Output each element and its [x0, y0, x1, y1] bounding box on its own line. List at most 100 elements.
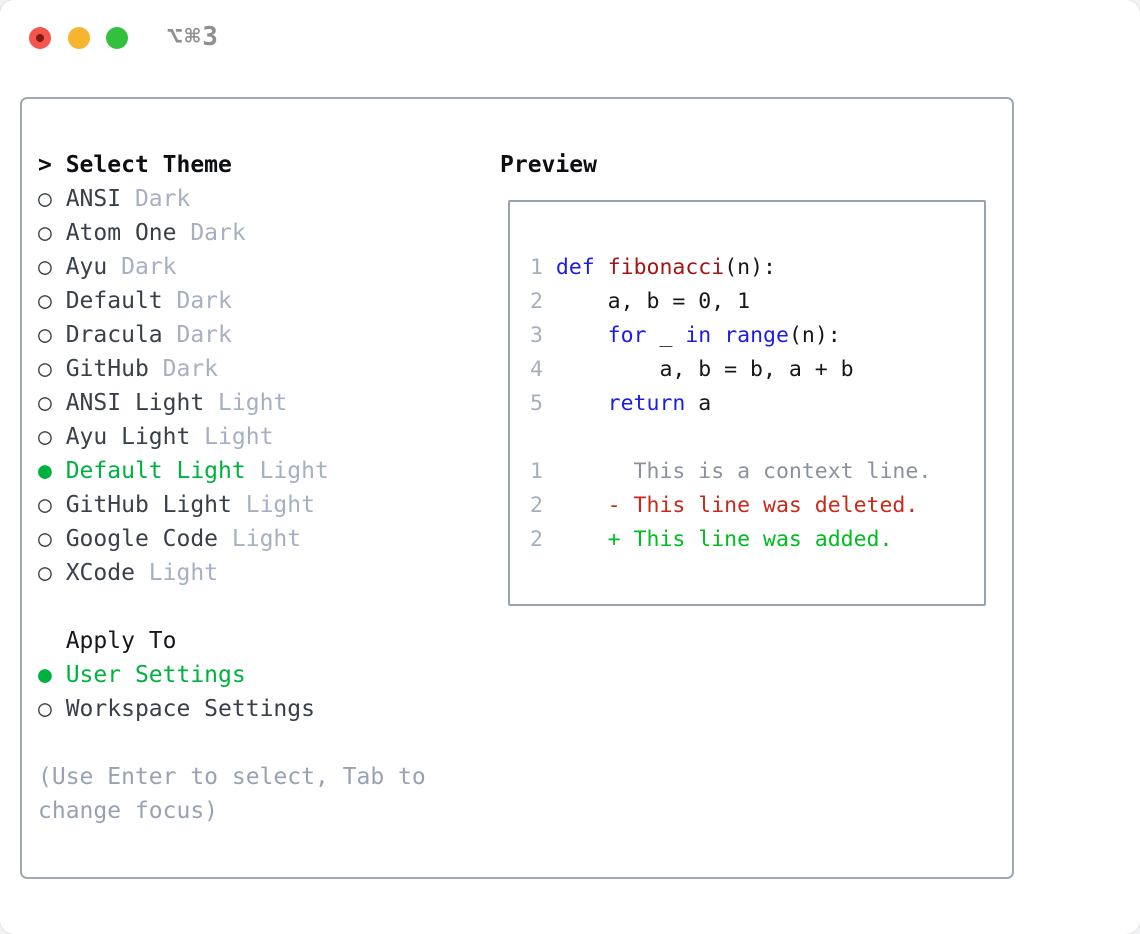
theme-list: ○ ANSI Dark○ Atom One Dark○ Ayu Dark○ De…	[38, 182, 329, 590]
code-line: 2 - This line was deleted.	[530, 489, 984, 523]
code-segment: range	[724, 323, 789, 348]
code-line: 3 for _ in range(n):	[530, 319, 984, 353]
code-line: 1 def fibonacci(n):	[530, 251, 984, 285]
apply-to-header: Apply To	[65, 628, 177, 654]
theme-name: XCode	[65, 560, 135, 586]
theme-variant: Dark	[148, 356, 219, 382]
theme-name: ANSI Light	[65, 390, 205, 416]
code-segment: This is a context line.	[555, 459, 932, 484]
code-segment	[711, 323, 724, 348]
radio-unselected-icon: ○	[38, 424, 66, 450]
prompt-arrow-icon: >	[38, 152, 66, 178]
code-segment: 5	[530, 391, 556, 416]
code-segment: 3	[530, 323, 556, 348]
code-segment: 4	[530, 357, 556, 382]
radio-selected-icon: ●	[38, 662, 66, 688]
radio-unselected-icon: ○	[38, 288, 66, 314]
theme-option-github[interactable]: ○ GitHub Dark	[38, 352, 329, 386]
radio-unselected-icon: ○	[38, 322, 66, 348]
code-segment: (n):	[788, 323, 841, 348]
zoom-button[interactable]	[106, 27, 128, 49]
select-theme-header-label: Select Theme	[65, 152, 232, 178]
preview-title: Preview	[500, 152, 597, 178]
theme-option-default-light[interactable]: ● Default Light Light	[38, 454, 329, 488]
apply-option-user-settings[interactable]: ● User Settings	[38, 658, 315, 692]
theme-option-ayu-light[interactable]: ○ Ayu Light Light	[38, 420, 329, 454]
radio-unselected-icon: ○	[38, 390, 66, 416]
apply-option-workspace-settings[interactable]: ○ Workspace Settings	[38, 692, 315, 726]
hint-text: (Use Enter to select, Tab to change focu…	[38, 764, 426, 824]
theme-variant: Light	[245, 458, 329, 484]
theme-variant: Light	[190, 424, 274, 450]
close-button[interactable]	[29, 27, 51, 49]
radio-unselected-icon: ○	[38, 560, 66, 586]
theme-option-github-light[interactable]: ○ GitHub Light Light	[38, 488, 329, 522]
theme-name: Ayu Light	[65, 424, 191, 450]
code-line: 5 return a	[530, 387, 984, 421]
code-segment: a, b = 0, 1	[555, 289, 751, 314]
theme-variant: Dark	[121, 186, 191, 212]
apply-name: User Settings	[65, 662, 246, 688]
code-segment: 1	[530, 255, 556, 280]
code-segment: (n):	[724, 255, 776, 280]
apply-name: Workspace Settings	[65, 696, 315, 722]
code-line: 4 a, b = b, a + b	[530, 353, 984, 387]
theme-name: Default Light	[65, 458, 246, 484]
theme-option-atom-one[interactable]: ○ Atom One Dark	[38, 216, 329, 250]
code-line	[530, 421, 984, 455]
code-segment: + This line was added.	[555, 527, 893, 552]
theme-name: Dracula	[65, 322, 163, 348]
theme-name: ANSI	[65, 186, 122, 212]
window-title: ⌥⌘3	[167, 22, 220, 52]
code-line: 1 This is a context line.	[530, 455, 984, 489]
theme-option-dracula[interactable]: ○ Dracula Dark	[38, 318, 329, 352]
code-line: 2 a, b = 0, 1	[530, 285, 984, 319]
theme-option-default[interactable]: ○ Default Dark	[38, 284, 329, 318]
radio-selected-icon: ●	[38, 458, 66, 484]
theme-variant: Light	[134, 560, 219, 586]
theme-variant: Light	[204, 390, 288, 416]
code-segment: a, b = b, a + b	[555, 357, 854, 382]
theme-name: GitHub	[65, 356, 149, 382]
radio-unselected-icon: ○	[38, 526, 66, 552]
code-segment	[556, 391, 608, 416]
radio-unselected-icon: ○	[38, 220, 66, 246]
theme-option-ayu[interactable]: ○ Ayu Dark	[38, 250, 329, 284]
theme-variant: Light	[218, 526, 302, 552]
select-theme-header: > Select Theme	[38, 148, 232, 182]
code-segment: return	[607, 391, 686, 416]
theme-variant: Dark	[162, 288, 232, 314]
code-segment: def	[555, 255, 595, 280]
theme-name: Ayu	[65, 254, 108, 280]
code-segment: for	[607, 323, 647, 348]
code-segment	[556, 323, 608, 348]
theme-name: GitHub Light	[65, 492, 232, 518]
theme-option-xcode[interactable]: ○ XCode Light	[38, 556, 329, 590]
minimize-button[interactable]	[68, 27, 90, 49]
theme-name: Atom One	[65, 220, 177, 246]
radio-unselected-icon: ○	[38, 696, 66, 722]
close-dot-icon	[36, 34, 44, 42]
theme-option-ansi[interactable]: ○ ANSI Dark	[38, 182, 329, 216]
code-segment: _	[646, 323, 686, 348]
theme-variant: Dark	[176, 220, 246, 246]
radio-unselected-icon: ○	[38, 186, 66, 212]
code-segment: in	[685, 323, 712, 348]
radio-unselected-icon: ○	[38, 254, 66, 280]
code-segment	[595, 255, 608, 280]
theme-option-google-code[interactable]: ○ Google Code Light	[38, 522, 329, 556]
theme-name: Google Code	[65, 526, 219, 552]
code-segment: 2	[530, 289, 556, 314]
code-segment: a	[685, 391, 712, 416]
theme-variant: Dark	[107, 254, 177, 280]
theme-variant: Dark	[162, 322, 232, 348]
code-line: 2 + This line was added.	[530, 523, 984, 557]
theme-option-ansi-light[interactable]: ○ ANSI Light Light	[38, 386, 329, 420]
radio-unselected-icon: ○	[38, 356, 66, 382]
code-segment: - This line was deleted.	[555, 493, 919, 518]
radio-unselected-icon: ○	[38, 492, 66, 518]
code-segment: 1	[530, 459, 556, 484]
theme-variant: Light	[231, 492, 315, 518]
